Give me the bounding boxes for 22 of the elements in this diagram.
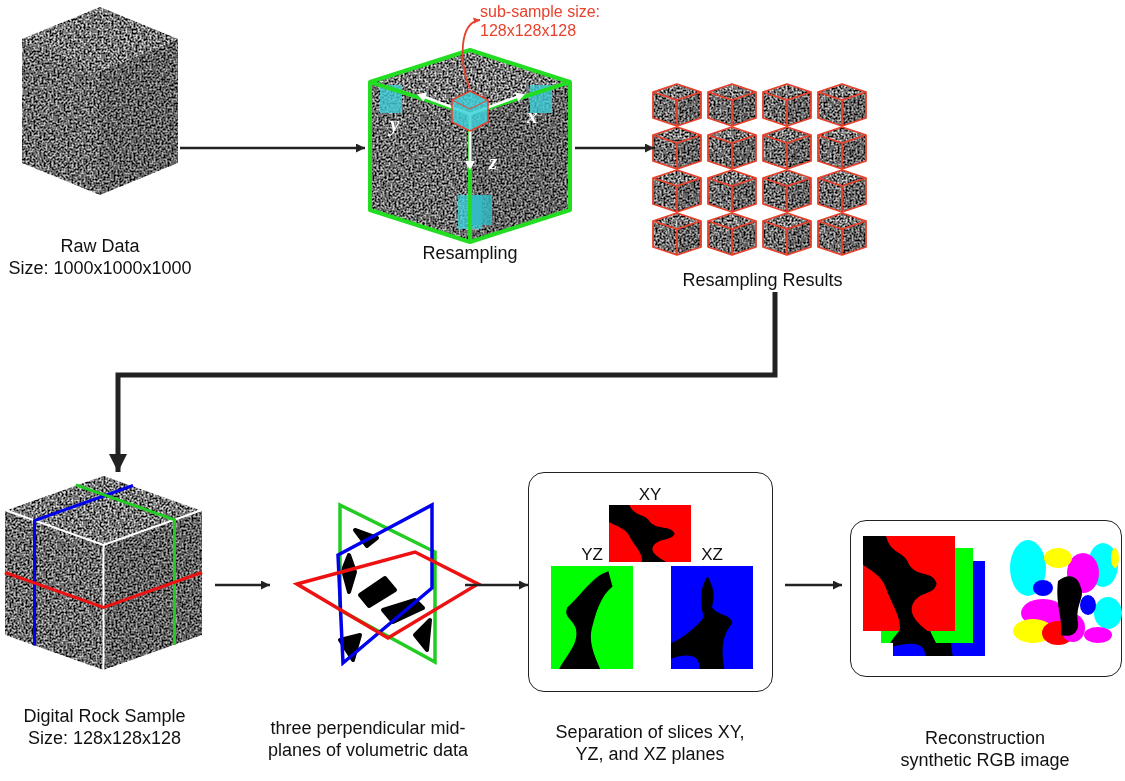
caption-text: three perpendicular mid-planes of volumetric data bbox=[266, 718, 470, 762]
caption-text: Reconstruction synthetic RGB image bbox=[899, 728, 1071, 772]
caption-title: Resampling Results bbox=[681, 270, 844, 292]
arrow bbox=[575, 143, 654, 153]
curved-arrow bbox=[461, 18, 481, 90]
slice-label: YZ bbox=[581, 545, 603, 564]
arrow bbox=[785, 580, 842, 590]
caption-title: Resampling bbox=[421, 243, 519, 265]
caption-text: Separation of slices XY, YZ, and XZ planes bbox=[554, 722, 746, 766]
caption-title: Digital Rock Sample bbox=[22, 706, 187, 729]
caption-text: Size: 128x128x128 bbox=[26, 728, 183, 750]
arrow bbox=[180, 143, 365, 153]
caption-text: Size: 1000x1000x1000 bbox=[7, 258, 193, 280]
slice-label: XY bbox=[638, 485, 662, 504]
arrow bbox=[465, 580, 528, 590]
arrow bbox=[215, 580, 270, 590]
caption-title: Raw Data bbox=[59, 236, 141, 259]
axis-label: x bbox=[527, 104, 538, 129]
slice-label: XZ bbox=[701, 545, 723, 564]
elbow-arrow bbox=[109, 292, 778, 472]
annotation-text: sub-sample size: 128x128x128 bbox=[480, 2, 602, 41]
slices-panel bbox=[528, 472, 773, 692]
